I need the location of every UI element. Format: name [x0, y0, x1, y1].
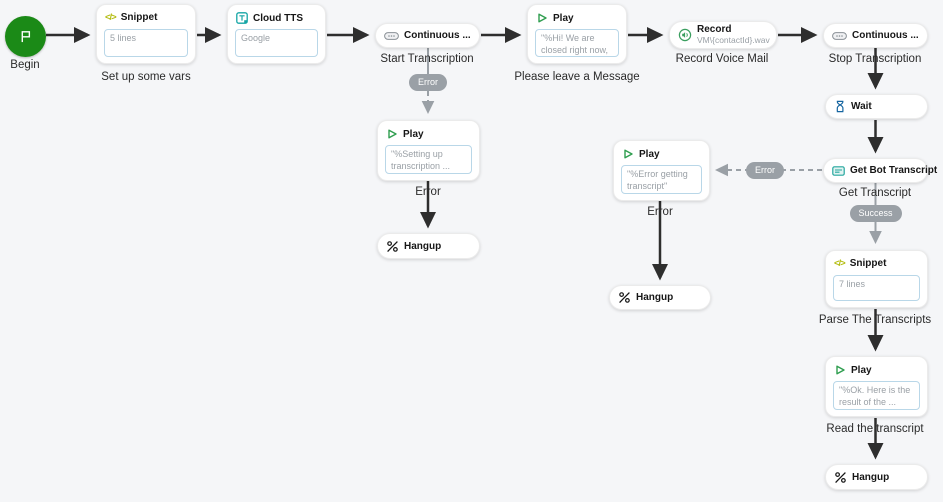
- node-title: Continuous ...: [852, 30, 919, 41]
- node-title: Wait: [851, 101, 872, 112]
- node-record[interactable]: Record VM\{contactId}.wav: [669, 21, 777, 49]
- play-triangle-icon: [622, 148, 634, 160]
- hangup-phone-icon: [618, 291, 631, 304]
- text-to-speech-icon: [236, 12, 248, 24]
- node-play-transcript-error[interactable]: Play "%Error getting transcript": [613, 140, 710, 201]
- node-caption: Set up some vars: [101, 71, 191, 83]
- node-snippet-parse[interactable]: </> Snippet 7 lines: [825, 250, 928, 308]
- begin-node[interactable]: [5, 16, 46, 57]
- node-caption: Error: [415, 186, 441, 198]
- node-title: Snippet: [849, 258, 887, 269]
- node-hangup-main[interactable]: Hangup: [825, 464, 928, 490]
- node-title: Play: [851, 364, 872, 376]
- code-icon: </>: [834, 258, 846, 269]
- speaker-icon: [678, 28, 692, 42]
- node-title: Snippet: [120, 12, 158, 23]
- node-title: Hangup: [852, 471, 890, 483]
- node-title: Hangup: [636, 292, 674, 303]
- transcript-card-icon: [832, 165, 845, 177]
- transcription-pill-icon: [832, 31, 847, 40]
- node-play-setup-error[interactable]: Play "%Setting up transcription ...: [377, 120, 480, 181]
- node-content: 7 lines: [833, 275, 920, 301]
- node-content: Google: [235, 29, 318, 57]
- node-content: "%Ok. Here is the result of the ...: [833, 381, 920, 410]
- node-content: "%Hi! We are closed right now, ...: [535, 29, 619, 57]
- node-caption: Stop Transcription: [828, 53, 922, 65]
- node-hangup-error2[interactable]: Hangup: [609, 285, 711, 310]
- node-caption: Get Transcript: [838, 187, 912, 199]
- flag-icon: [18, 29, 33, 44]
- play-triangle-icon: [834, 364, 846, 376]
- node-content: "%Error getting transcript": [621, 165, 702, 194]
- node-subtitle: VM\{contactId}.wav: [697, 34, 770, 45]
- hourglass-icon: [834, 100, 846, 113]
- node-content: 5 lines: [104, 29, 188, 57]
- node-title: Hangup: [404, 240, 442, 252]
- hangup-phone-icon: [386, 240, 399, 253]
- node-caption: Record Voice Mail: [675, 53, 769, 65]
- node-wait[interactable]: Wait: [825, 94, 928, 119]
- node-title: Get Bot Transcript: [850, 165, 938, 176]
- error-branch-badge[interactable]: Error: [746, 162, 784, 179]
- transcription-pill-icon: [384, 31, 399, 40]
- success-branch-badge[interactable]: Success: [849, 205, 902, 222]
- node-hangup-error1[interactable]: Hangup: [377, 233, 480, 259]
- hangup-phone-icon: [834, 471, 847, 484]
- node-title: Play: [553, 12, 574, 24]
- node-caption: Please leave a Message: [514, 71, 640, 83]
- node-caption: Read the transcript: [826, 423, 924, 435]
- error-branch-badge[interactable]: Error: [409, 74, 447, 91]
- node-caption: Error: [647, 206, 673, 218]
- node-get-bot-transcript[interactable]: Get Bot Transcript: [823, 158, 937, 183]
- node-continuous-stop[interactable]: Continuous ...: [823, 23, 928, 48]
- node-content: "%Setting up transcription ...: [385, 145, 472, 174]
- play-triangle-icon: [386, 128, 398, 140]
- node-cloud-tts[interactable]: Cloud TTS Google: [227, 4, 326, 64]
- node-title: Play: [403, 128, 424, 140]
- node-continuous-start[interactable]: Continuous ...: [375, 23, 480, 48]
- node-snippet-setup[interactable]: </> Snippet 5 lines: [96, 4, 196, 64]
- play-triangle-icon: [536, 12, 548, 24]
- node-title: Record: [697, 24, 732, 36]
- code-icon: </>: [105, 12, 117, 23]
- node-title: Cloud TTS: [253, 12, 303, 24]
- node-title: Continuous ...: [404, 30, 471, 41]
- node-title: Play: [639, 148, 660, 160]
- node-caption: Start Transcription: [380, 53, 474, 65]
- node-play-result[interactable]: Play "%Ok. Here is the result of the ...: [825, 356, 928, 417]
- node-caption: Parse The Transcripts: [818, 314, 932, 326]
- node-play-greeting[interactable]: Play "%Hi! We are closed right now, ...: [527, 4, 627, 64]
- begin-label: Begin: [10, 59, 40, 71]
